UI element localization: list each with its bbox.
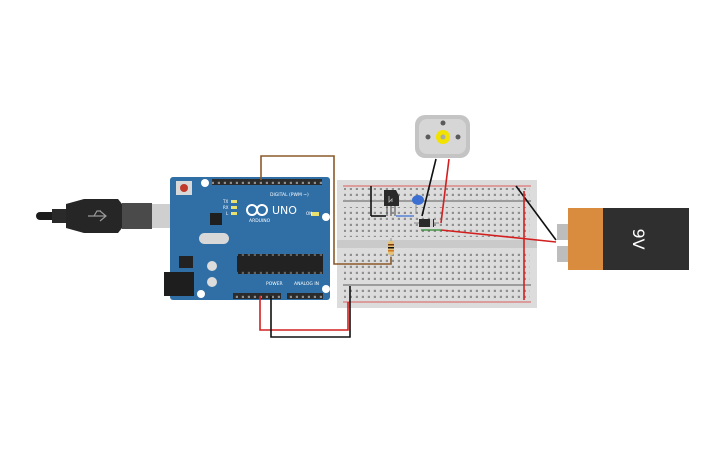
breadboard[interactable] [337, 180, 537, 308]
arduino-uno-board[interactable]: TX RX L ON DIGITAL (PWM ~) ARDUINO UNO P… [164, 177, 330, 300]
diode[interactable] [414, 219, 439, 227]
battery-red-lead[interactable] [440, 229, 557, 243]
power-jack[interactable] [164, 272, 194, 296]
tx-label: TX [222, 199, 228, 204]
brand-label: ARDUINO [249, 218, 271, 224]
capacitor[interactable] [412, 195, 424, 214]
usb-plug-icon [88, 210, 107, 222]
digital-header-label: DIGITAL (PWM ~) [270, 192, 309, 198]
l-label: L [226, 211, 229, 216]
resistor-icon [388, 241, 394, 255]
resistor[interactable] [388, 238, 394, 258]
model-label: UNO [272, 204, 297, 217]
arduino-logo: ARDUINO [246, 204, 271, 224]
analog-header-label: ANALOG IN [294, 281, 319, 287]
dc-motor[interactable] [415, 115, 470, 158]
diode-icon [419, 219, 434, 227]
battery-9v[interactable]: 9V [557, 208, 689, 270]
power-header-label: POWER [266, 281, 283, 287]
transistor[interactable] [384, 190, 399, 216]
battery-black-lead[interactable] [515, 185, 557, 241]
capacitor-icon [412, 195, 424, 205]
motor-red-lead[interactable] [440, 158, 450, 224]
rx-label: RX [223, 205, 229, 210]
battery-label: 9V [629, 228, 648, 249]
red-power-wire[interactable] [259, 296, 349, 331]
dc-motor-icon [425, 120, 461, 144]
brown-wire[interactable] [260, 155, 392, 265]
wires[interactable] [259, 155, 557, 338]
black-ground-wire[interactable] [270, 286, 351, 338]
atmega-chip [237, 254, 323, 274]
motor-black-lead[interactable] [421, 158, 437, 217]
usb-cable[interactable] [36, 199, 170, 233]
on-label: ON [306, 211, 312, 216]
transistor-icon [388, 196, 393, 203]
